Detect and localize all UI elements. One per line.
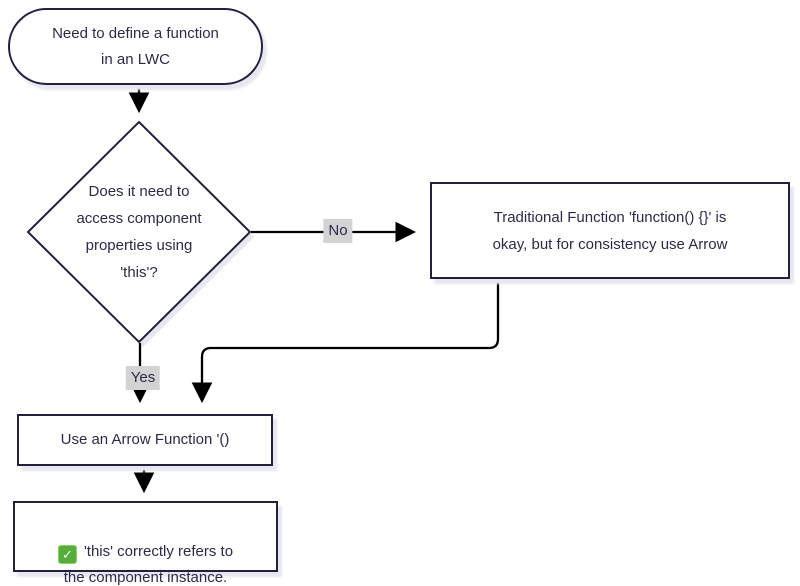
result-label: 'this' correctly refers to the component…	[63, 543, 234, 586]
node-start-terminator: Need to define a function in an LWC	[8, 8, 263, 85]
decision-question: Does it need to access component propert…	[76, 183, 202, 281]
edge-label-no: No	[323, 219, 353, 243]
node-arrow-function: Use an Arrow Function '()	[17, 414, 273, 466]
arrow-function-label: Use an Arrow Function '()	[60, 431, 230, 448]
edge-traditional-to-arrow-function	[191, 279, 500, 404]
traditional-function-label: Traditional Function 'function() {}' is …	[492, 208, 728, 253]
check-icon: ✓	[57, 545, 77, 564]
edge-label-yes: Yes	[125, 366, 161, 390]
node-decision-label: Does it need to access component propert…	[44, 177, 234, 287]
node-result: ✓'this' correctly refers to the componen…	[13, 501, 278, 586]
node-traditional-function: Traditional Function 'function() {}' is …	[430, 182, 790, 279]
decision-diamond	[26, 120, 252, 344]
start-label: Need to define a function in an LWC	[52, 24, 219, 68]
